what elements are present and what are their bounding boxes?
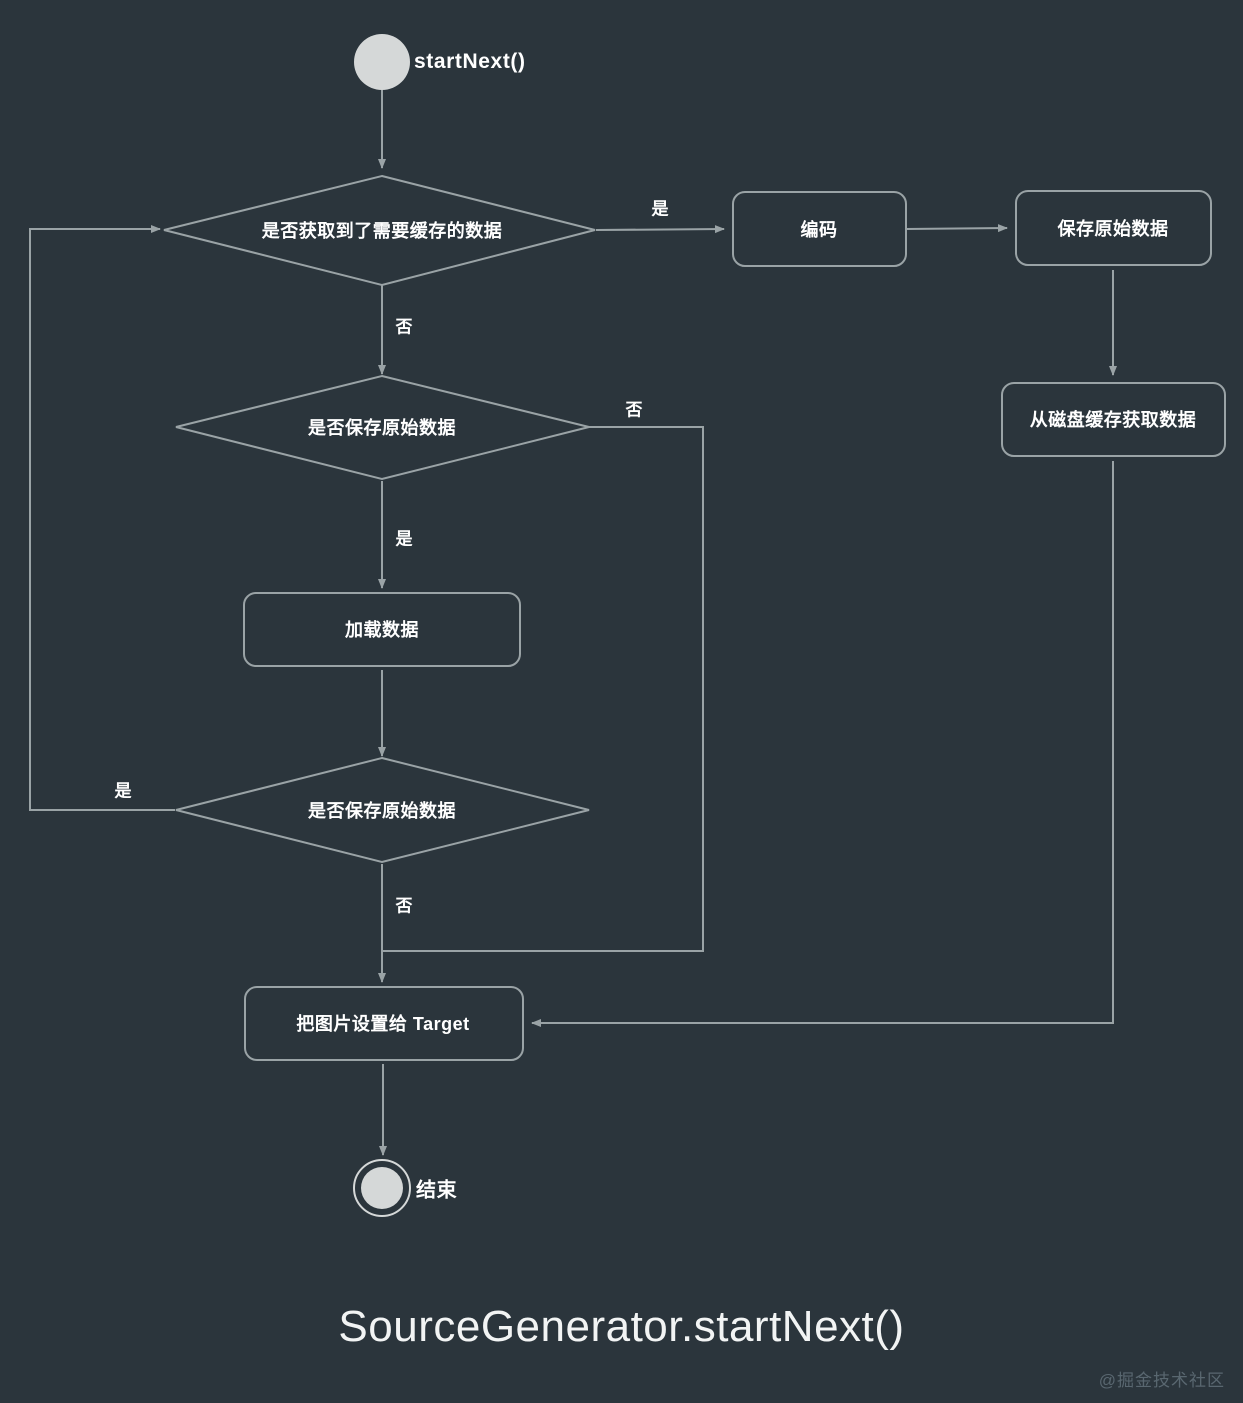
start-node-circle[interactable] — [354, 34, 410, 90]
end-node-label: 结束 — [416, 1179, 458, 1202]
end-node-inner-circle[interactable] — [361, 1167, 403, 1209]
edge-diskcache-to-settarget — [531, 461, 1114, 1027]
end-node-outer-ring[interactable] — [353, 1159, 411, 1217]
decision-node-d1[interactable] — [163, 174, 596, 287]
diagram-title: SourceGenerator.startNext() — [338, 1302, 905, 1351]
process-node-loaddata[interactable] — [243, 592, 521, 667]
process-node-settarget[interactable] — [244, 986, 524, 1061]
decision-node-d2[interactable] — [175, 374, 590, 481]
start-node-label: startNext() — [414, 50, 526, 73]
process-node-encode[interactable] — [732, 191, 907, 267]
edge-d3-to-d1 — [29, 225, 175, 811]
edge-d1-to-encode — [595, 225, 725, 234]
decision-node-d3[interactable] — [175, 756, 590, 864]
process-node-diskcache[interactable] — [1001, 382, 1226, 457]
process-node-saveraw[interactable] — [1015, 190, 1212, 266]
watermark: @掘金技术社区 — [1098, 1371, 1225, 1390]
edge-encode-to-saveraw — [905, 224, 1008, 233]
edge-d2-to-settarget — [383, 426, 704, 952]
